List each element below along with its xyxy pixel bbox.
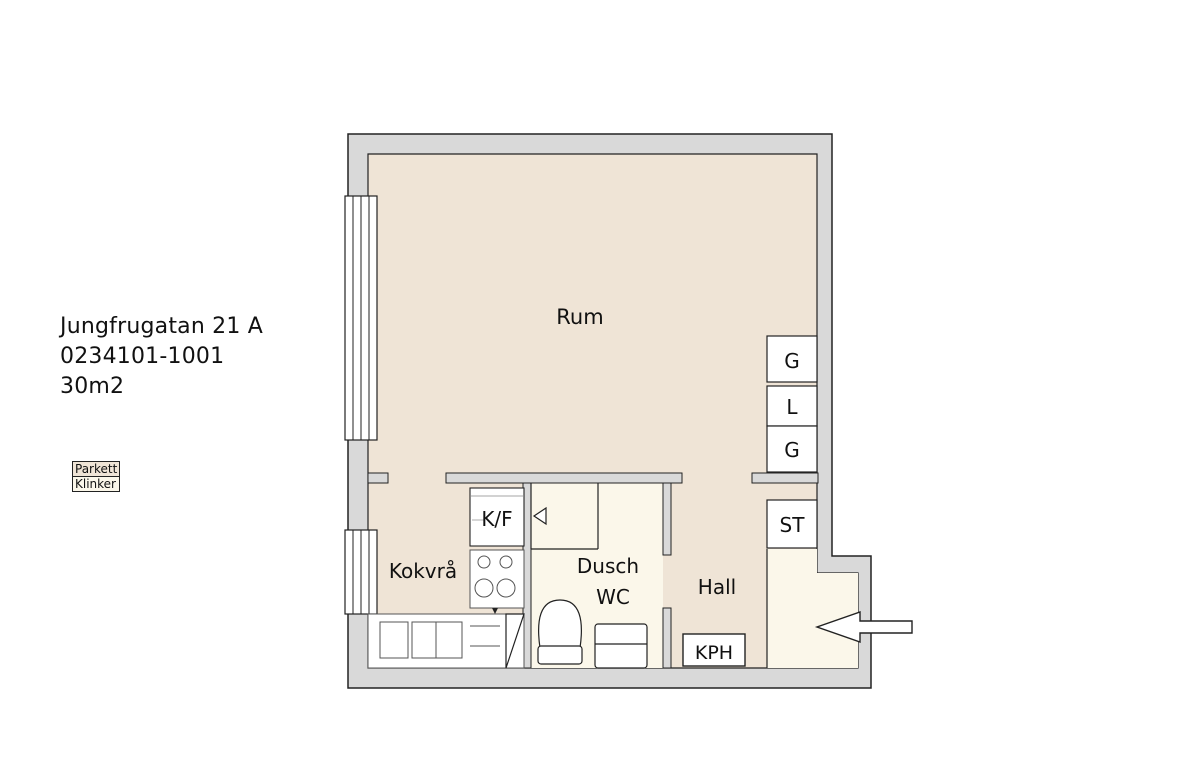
wall-bath-right-upper <box>662 482 672 556</box>
label-fridge-freezer: K/F <box>481 507 512 531</box>
legend-klinker: Klinker <box>72 476 121 492</box>
toilet-icon <box>537 599 583 665</box>
property-info: Jungfrugatan 21 A 0234101-1001 30m2 <box>60 312 263 402</box>
wardrobe-column <box>766 335 818 473</box>
washbasin-icon <box>594 623 648 669</box>
kitchen-stove <box>469 549 525 609</box>
floor-legend: Parkett Klinker <box>72 461 121 492</box>
label-dusch: Dusch <box>577 554 639 578</box>
wall-hall-entrance-top <box>751 472 819 484</box>
wardrobe-g-bottom <box>766 425 818 473</box>
property-address: Jungfrugatan 21 A <box>60 314 264 339</box>
bathroom-door <box>530 483 599 550</box>
entrance-arrow-icon <box>814 611 913 643</box>
storage-cabinet <box>766 499 818 549</box>
kitchen-fridge <box>469 487 525 547</box>
kitchen-tap-icon <box>492 608 498 614</box>
property-number: 0234101-1001 <box>60 344 225 369</box>
coat-rack-box <box>682 633 746 667</box>
legend-parkett: Parkett <box>72 461 121 476</box>
kitchen-counter <box>367 613 525 669</box>
wall-bath-right-lower <box>662 607 672 669</box>
label-storage: ST <box>780 513 806 537</box>
label-coat-rack: KPH <box>695 642 733 664</box>
floor-entrance <box>767 549 858 668</box>
wall-stub-left <box>367 472 389 484</box>
wall-room-bath <box>445 472 683 484</box>
wardrobe-g-top <box>766 335 818 383</box>
property-area: 30m2 <box>60 374 125 399</box>
label-rum: Rum <box>556 305 603 329</box>
label-hall: Hall <box>698 575 736 599</box>
label-kokvra: Kokvrå <box>389 559 457 583</box>
window-kokvra <box>344 529 378 615</box>
triangle-marker-icon <box>532 506 547 526</box>
label-wardrobe-g-top: G <box>784 349 800 373</box>
label-wc: WC <box>596 585 630 609</box>
label-wardrobe-g-bottom: G <box>784 438 800 462</box>
label-wardrobe-l: L <box>786 395 798 419</box>
window-rum <box>344 195 378 441</box>
